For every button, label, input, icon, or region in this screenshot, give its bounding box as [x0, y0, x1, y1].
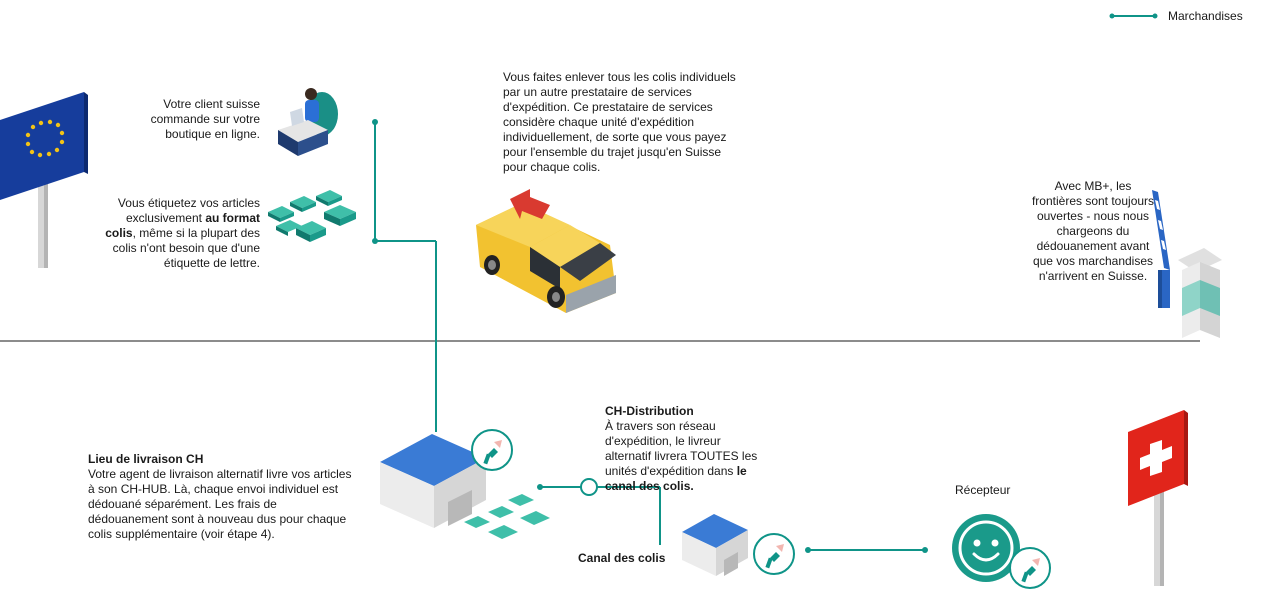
smiley-icon — [952, 514, 1051, 589]
border-text: Avec MB+, les frontières sont toujours o… — [1031, 179, 1155, 283]
receiver-title: Récepteur — [955, 483, 1011, 497]
parcels-icon — [268, 190, 356, 242]
goods-path-top — [374, 122, 437, 432]
order-text: Votre client suisse commande sur votre b… — [150, 97, 260, 141]
swiss-flag-icon — [1128, 410, 1188, 586]
border-barrier-icon — [1152, 190, 1222, 338]
canal-title: Canal des colis — [578, 551, 666, 565]
delivery-title: Lieu de livraison CH — [88, 452, 204, 466]
eu-flag-icon — [0, 92, 88, 268]
legend-line-icon — [1109, 13, 1158, 19]
goods-path-distribution — [540, 486, 661, 545]
distribution-block: CH-Distribution À travers son réseau d'e… — [605, 404, 758, 493]
warehouse-icon — [380, 434, 550, 539]
legend-label: Marchandises — [1168, 9, 1243, 23]
scanner-icon — [471, 429, 513, 471]
pickup-text: Vous faites enlever tous les colis indiv… — [503, 70, 736, 174]
distribution-node-icon — [580, 478, 598, 496]
customer-laptop-icon — [278, 88, 338, 156]
scanner-canal-icon — [753, 533, 795, 575]
delivery-block: Lieu de livraison CH Votre agent de livr… — [88, 452, 358, 542]
warehouse-small-icon — [682, 514, 748, 576]
distribution-title: CH-Distribution — [605, 404, 694, 418]
yellow-van-icon — [476, 189, 616, 313]
label-text: Vous étiquetez vos articles exclusivemen… — [105, 196, 260, 270]
delivery-text: Votre agent de livraison alternatif livr… — [88, 467, 352, 541]
distribution-text: À travers son réseau d'expédition, le li… — [605, 419, 758, 478]
